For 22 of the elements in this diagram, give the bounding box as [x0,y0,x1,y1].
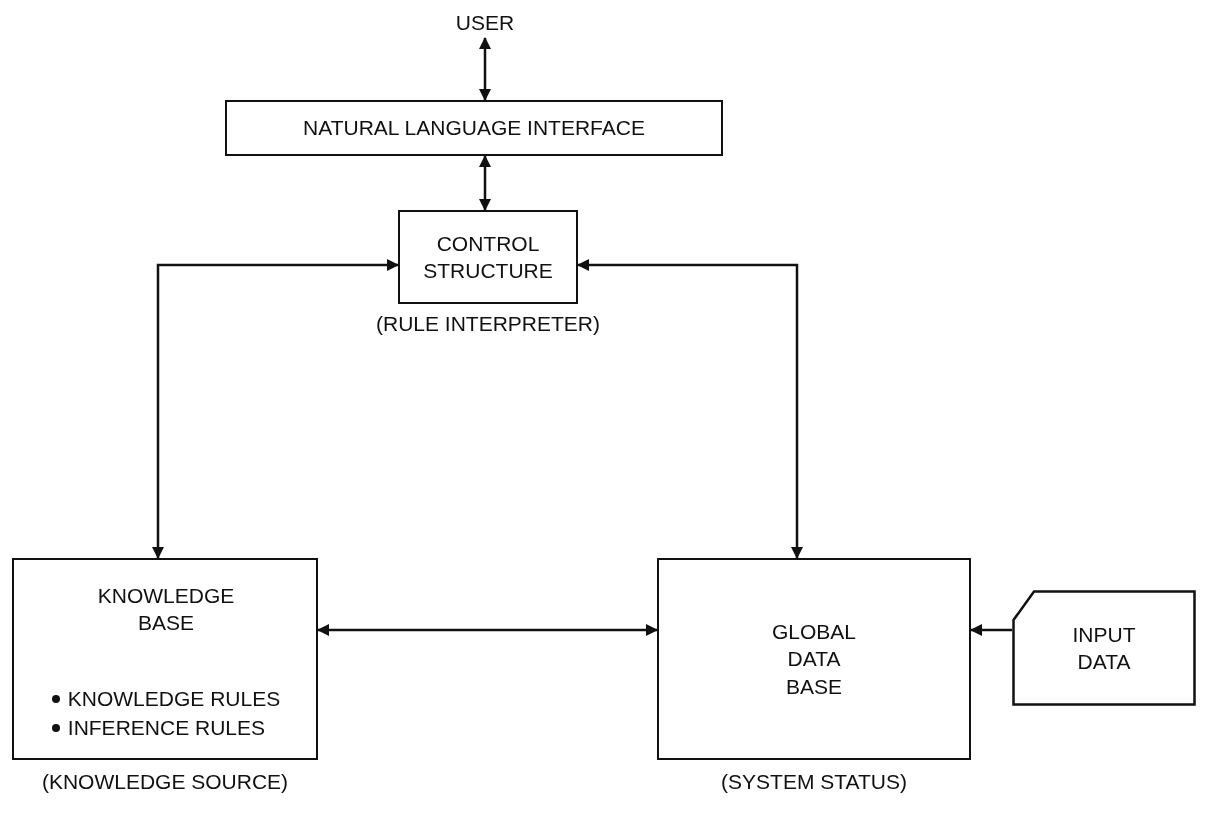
node-caption: (KNOWLEDGE SOURCE) [40,770,290,794]
arrow [479,37,491,101]
bullet-item: INFERENCE RULES [67,714,265,741]
process-box [657,558,971,760]
node-text: NATURAL LANGUAGE INTERFACE [303,115,645,142]
arrow [479,155,491,211]
node-text: KNOWLEDGE BASE [96,583,236,637]
arrow [152,259,399,559]
node-text: CONTROL STRUCTURE [422,230,554,284]
node-caption: (RULE INTERPRETER) [375,312,601,336]
bullet-item: KNOWLEDGE RULES [67,686,281,713]
node-text: GLOBAL DATA BASE [770,619,857,700]
arrow [970,624,1012,636]
input-card [1012,590,1196,706]
arrow [317,624,658,636]
node-caption: (SYSTEM STATUS) [720,770,908,794]
arrow [577,259,803,559]
node-text: INPUT DATA [1071,621,1137,675]
process-box [12,558,318,760]
process-box [398,210,578,304]
process-box [225,100,723,156]
terminal-label: USER [435,8,535,38]
